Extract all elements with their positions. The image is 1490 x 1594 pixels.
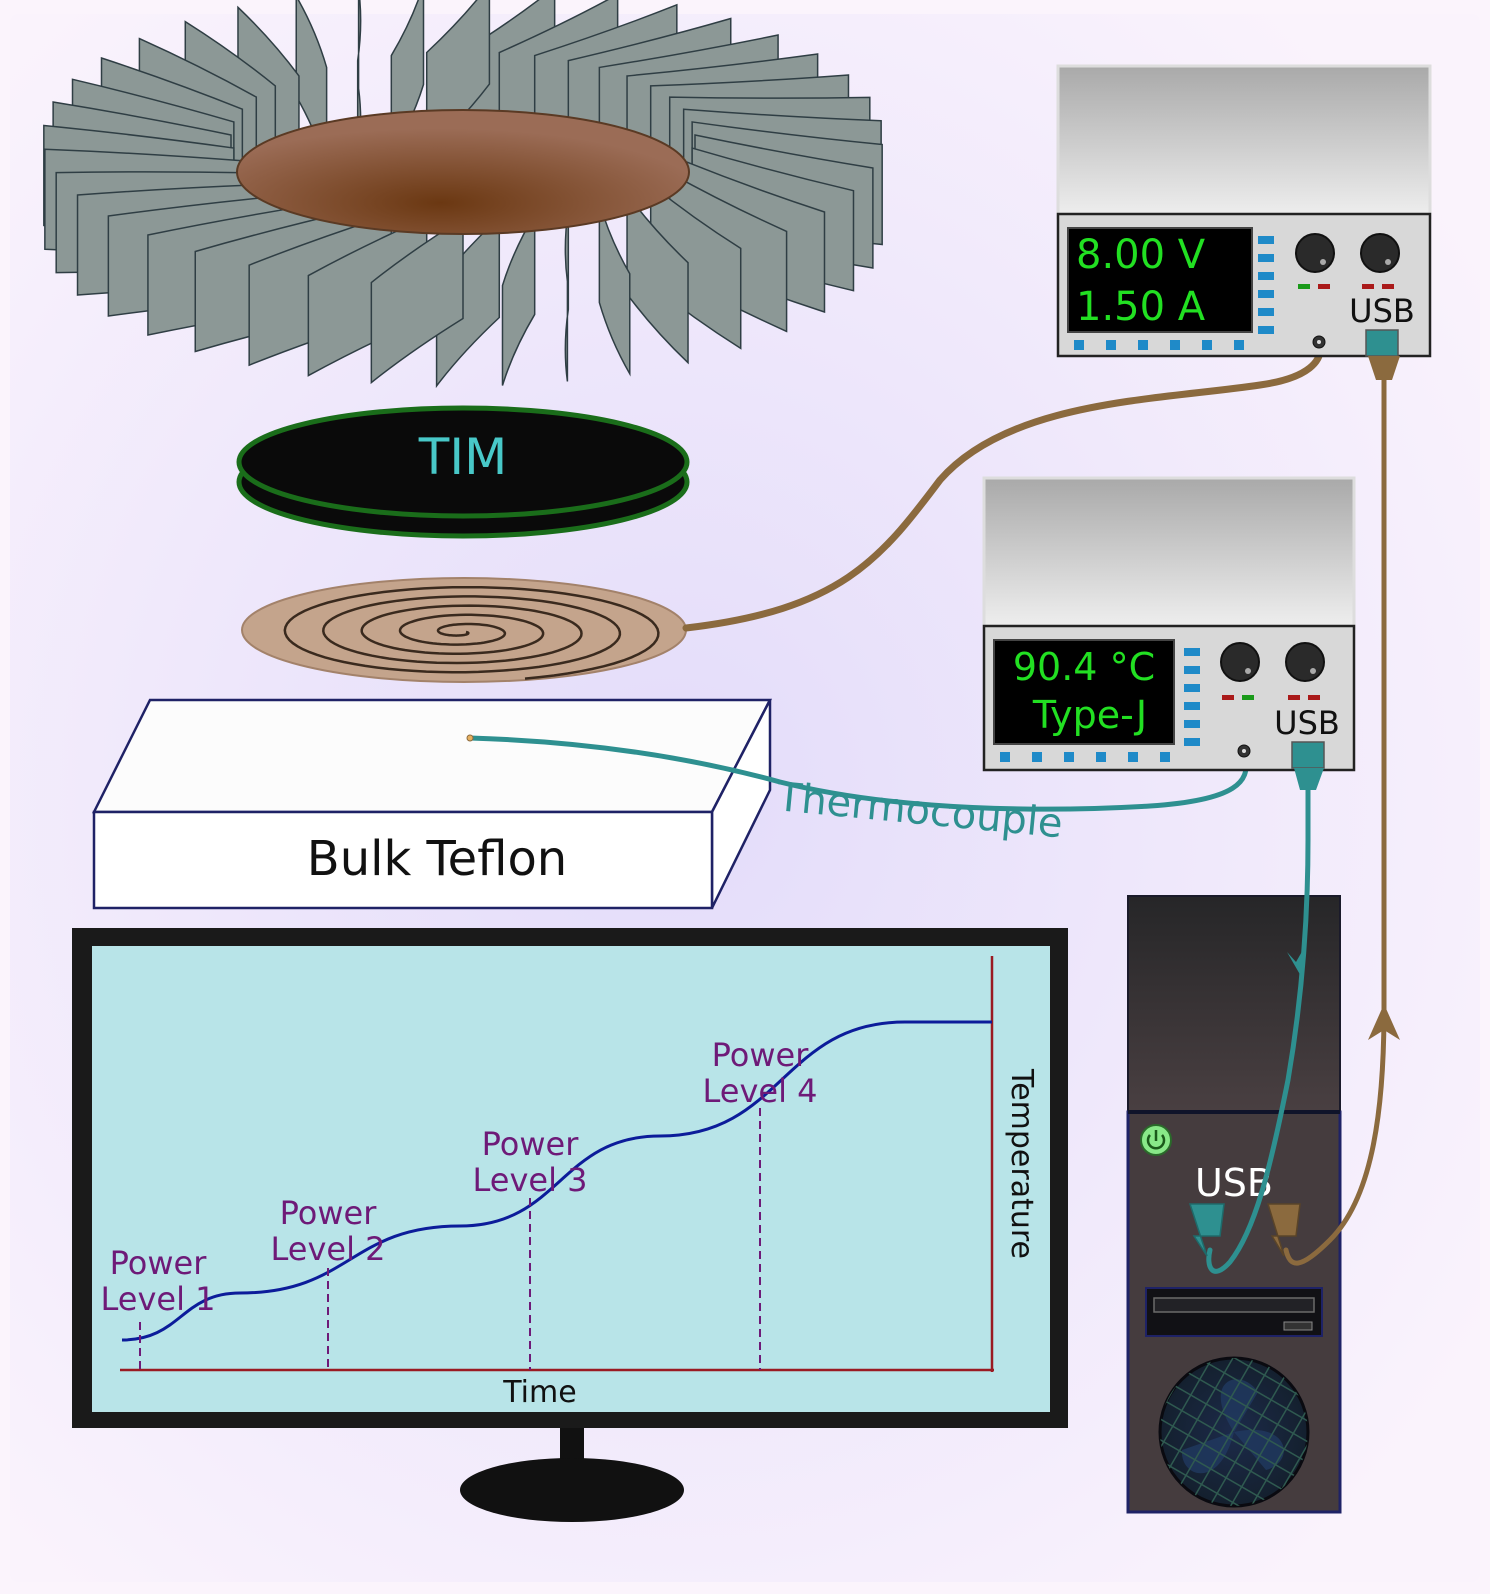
panel-button-icon[interactable] [1184, 738, 1200, 746]
heat-sink-fin [564, 209, 570, 382]
thermometer-top [982, 476, 1356, 630]
heat-sink-fin [626, 191, 689, 365]
thermocouple-type-readout: Type-J [1032, 693, 1147, 737]
panel-button-icon[interactable] [1258, 254, 1274, 262]
indicator-led-icon [1222, 695, 1234, 700]
current-readout: 1.50 A [1076, 284, 1206, 330]
marker-label: Power [712, 1036, 810, 1074]
marker-label: Power [280, 1194, 378, 1232]
indicator-led-icon [1382, 284, 1394, 289]
power-supply-usb-cable [1283, 373, 1387, 1266]
teflon-block: Bulk Teflon [91, 698, 773, 910]
knob-icon[interactable] [1360, 233, 1400, 273]
x-axis-label: Time [502, 1375, 576, 1410]
heat-sink-fin [598, 202, 631, 377]
panel-button-icon[interactable] [1160, 752, 1170, 762]
knob-icon[interactable] [1220, 642, 1260, 682]
tim-pad: TIM [236, 405, 690, 539]
thermometer-usb-label: USB [1274, 704, 1340, 742]
temperature-curve [121, 1020, 992, 1342]
panel-button-icon[interactable] [1258, 326, 1274, 334]
panel-button-icon[interactable] [1184, 666, 1200, 674]
thermometer: 90.4 °C Type-J USB [982, 476, 1356, 772]
marker-label: Level 2 [271, 1230, 386, 1268]
panel-button-icon[interactable] [1258, 290, 1274, 298]
power-supply: 8.00 V 1.50 A USB [1056, 64, 1432, 358]
marker-label: Power [110, 1244, 208, 1282]
marker-label: Level 1 [101, 1280, 216, 1318]
monitor-stand [460, 1458, 684, 1522]
panel-button-icon[interactable] [1184, 684, 1200, 692]
panel-button-icon[interactable] [1234, 340, 1244, 350]
heater-power-cable [682, 342, 1324, 632]
heat-sink-fin [501, 211, 536, 386]
temperature-readout: 90.4 °C [1013, 645, 1155, 689]
heat-sink-base [236, 109, 690, 235]
panel-button-icon[interactable] [1138, 340, 1148, 350]
panel-button-icon[interactable] [1258, 308, 1274, 316]
indicator-led-icon [1308, 695, 1320, 700]
indicator-led-icon [1298, 284, 1310, 289]
heat-sink-fin [435, 215, 501, 389]
power-supply-display [1067, 227, 1253, 333]
flow-arrow-icon [1287, 948, 1304, 978]
knob-icon[interactable] [1295, 233, 1335, 273]
usb-port-icon[interactable] [1291, 741, 1325, 769]
flow-arrow-icon [1368, 1004, 1400, 1040]
panel-button-icon[interactable] [1202, 340, 1212, 350]
panel-button-icon[interactable] [1064, 752, 1074, 762]
panel-button-icon[interactable] [1032, 752, 1042, 762]
usb-plug-icon [1294, 768, 1324, 790]
panel-button-icon[interactable] [1184, 648, 1200, 656]
power-supply-usb-label: USB [1349, 292, 1415, 330]
panel-button-icon[interactable] [1000, 752, 1010, 762]
y-axis-label: Temperature [1004, 1068, 1039, 1259]
indicator-led-icon [1242, 695, 1254, 700]
panel-button-icon[interactable] [1096, 752, 1106, 762]
optical-drive[interactable] [1145, 1287, 1323, 1337]
usb-port-icon[interactable] [1365, 329, 1399, 357]
marker-label: Level 4 [703, 1072, 818, 1110]
usb-plug-icon [1266, 1203, 1301, 1257]
temperature-chart: Time Temperature Power Level 1 Power Lev… [101, 956, 1039, 1410]
thermocouple-tip [466, 734, 474, 742]
panel-button-icon[interactable] [1184, 702, 1200, 710]
usb-plug-icon [1368, 356, 1400, 380]
panel-button-icon[interactable] [1106, 340, 1116, 350]
input-jack-icon[interactable] [1237, 744, 1251, 758]
output-jack-icon[interactable] [1312, 335, 1326, 349]
heat-sink-fin [370, 217, 464, 385]
thermocouple-wire [467, 735, 1249, 812]
panel-button-icon[interactable] [1184, 720, 1200, 728]
monitor: Time Temperature Power Level 1 Power Lev… [72, 928, 1068, 1522]
heater-coil [241, 577, 687, 683]
teflon-label: Bulk Teflon [307, 831, 567, 887]
knob-icon[interactable] [1285, 642, 1325, 682]
power-supply-top [1056, 64, 1432, 220]
panel-button-icon[interactable] [1258, 272, 1274, 280]
indicator-led-icon [1362, 284, 1374, 289]
tim-label: TIM [418, 428, 507, 486]
indicator-led-icon [1318, 284, 1330, 289]
usb-plug-icon [1188, 1203, 1225, 1257]
marker-label: Level 3 [473, 1161, 588, 1199]
fan-icon [1158, 1356, 1310, 1508]
power-button-icon[interactable] [1140, 1124, 1172, 1156]
panel-button-icon[interactable] [1074, 340, 1084, 350]
panel-button-icon[interactable] [1170, 340, 1180, 350]
panel-button-icon[interactable] [1128, 752, 1138, 762]
heat-sink [43, 0, 883, 389]
thermometer-display [993, 639, 1175, 745]
indicator-led-icon [1288, 695, 1300, 700]
thermometer-usb-cable [1206, 787, 1311, 1274]
marker-label: Power [482, 1125, 580, 1163]
computer-tower: USB [1126, 895, 1342, 1514]
panel-button-icon[interactable] [1258, 236, 1274, 244]
voltage-readout: 8.00 V [1076, 232, 1206, 278]
